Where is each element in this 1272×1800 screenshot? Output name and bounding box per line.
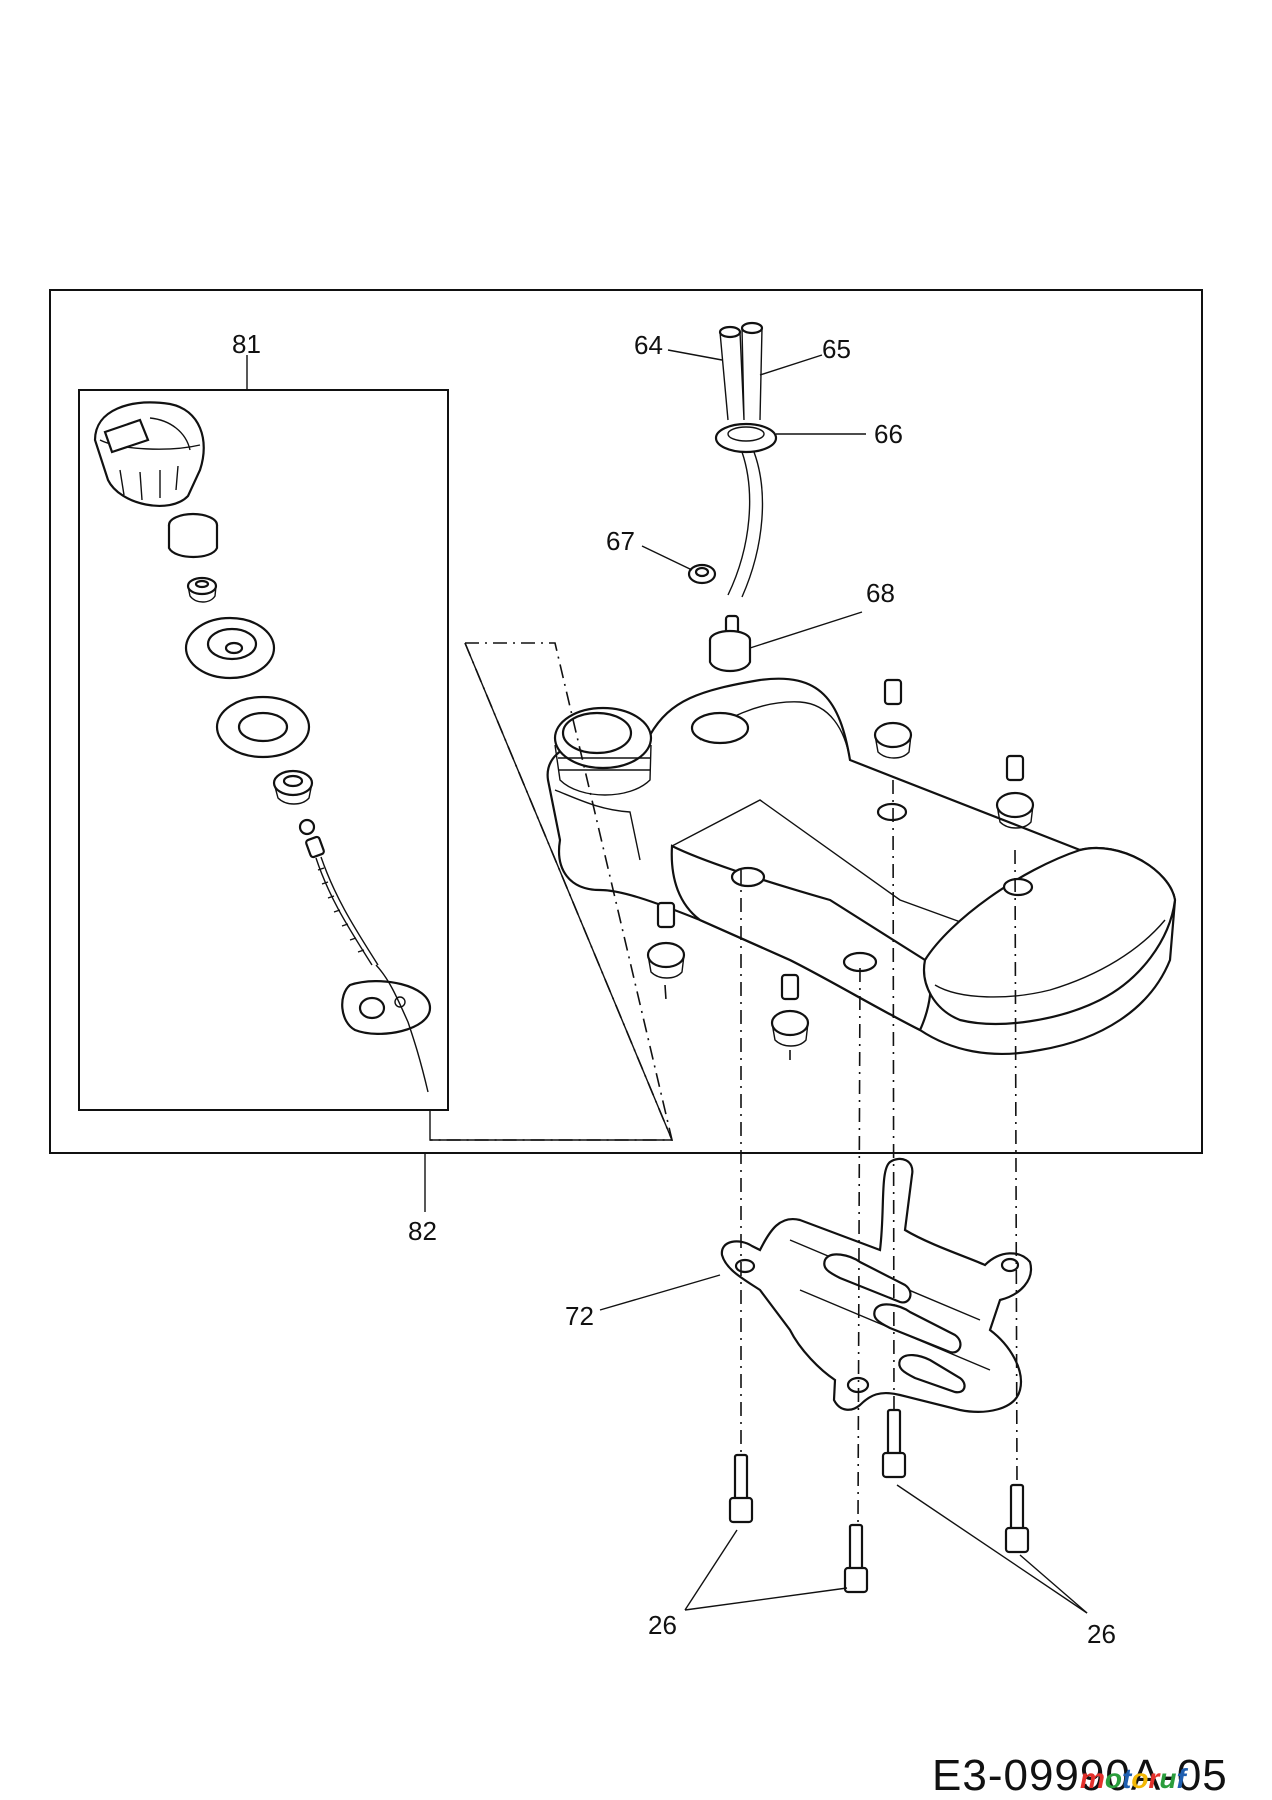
fuel-filter: [708, 614, 752, 673]
outer-frame: [49, 289, 1203, 1154]
watermark-letter: u: [1159, 1763, 1176, 1794]
strap-cord: [298, 818, 379, 966]
strap-tab: [341, 964, 432, 1093]
assembly-centerlines: [664, 779, 1018, 1526]
part-label-64: 64: [634, 330, 663, 360]
watermark-letter: m: [1080, 1763, 1105, 1794]
tank-bracket: [720, 1157, 1033, 1413]
part-label-65: 65: [822, 334, 851, 364]
fuel-cap: [93, 401, 205, 507]
fuel-hoses: [718, 321, 764, 421]
small-o-ring: [687, 563, 717, 585]
inner-frame-cap-assembly: [78, 389, 449, 1111]
fuel-tank: [546, 677, 1177, 1056]
part-label-82: 82: [408, 1216, 437, 1246]
part-label-66: 66: [874, 419, 903, 449]
reference-outline-b: [429, 642, 674, 1141]
watermark-letter: o: [1131, 1763, 1148, 1794]
part-label-81: 81: [232, 329, 261, 359]
cap-insert: [167, 512, 219, 559]
watermark-letter: o: [1105, 1763, 1122, 1794]
watermark-letter: t: [1122, 1763, 1133, 1794]
part-label-67: 67: [606, 526, 635, 556]
cap-seal: [184, 616, 276, 680]
part-label-26-left: 26: [648, 1610, 677, 1640]
small-washer: [186, 576, 218, 603]
watermark-letter: f: [1176, 1763, 1188, 1794]
bushing-set: [646, 678, 1035, 1047]
part-label-72: 72: [565, 1301, 594, 1331]
retainer: [272, 769, 314, 805]
fuel-hose-tube: [727, 451, 764, 598]
drawing-code: E3-09990A-05: [932, 1751, 1228, 1800]
brand-watermark: motoruf: [1080, 1763, 1188, 1794]
screw-set: [728, 1408, 1030, 1594]
watermark-letter: r: [1148, 1763, 1161, 1794]
grommet: [714, 422, 778, 454]
gasket-ring: [215, 695, 311, 759]
part-label-26-right: 26: [1087, 1619, 1116, 1649]
leader-lines: [246, 349, 1088, 1614]
part-label-68: 68: [866, 578, 895, 608]
